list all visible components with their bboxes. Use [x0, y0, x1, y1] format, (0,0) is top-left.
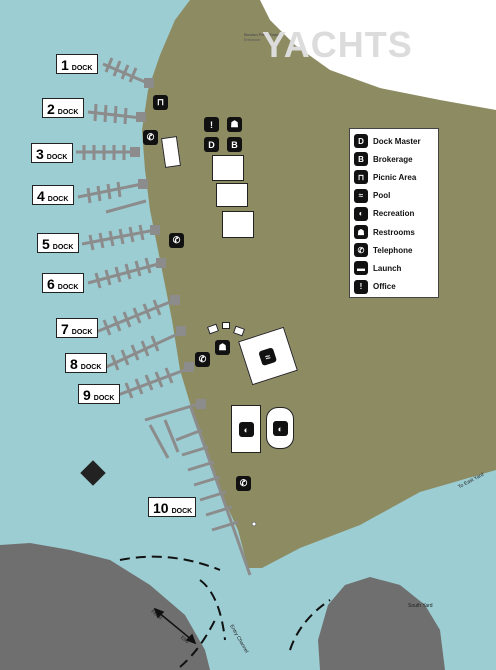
legend-item-dock-master: D Dock Master — [354, 132, 434, 150]
legend-label: Brokerage — [373, 154, 413, 164]
legend-item-pool: ≈ Pool — [354, 187, 434, 205]
legend-label: Picnic Area — [373, 172, 417, 182]
small-building — [222, 322, 230, 329]
dock-number: 2 — [47, 101, 55, 117]
dock-word: DOCK — [47, 196, 69, 203]
picnic-area-icon: ⊓ — [354, 170, 368, 185]
legend-item-telephone: ✆ Telephone — [354, 241, 434, 259]
dock-word: DOCK — [57, 109, 79, 116]
dock-word: DOCK — [80, 364, 102, 371]
dock-number: 8 — [70, 356, 78, 372]
legend-item-recreation: ◐ Recreation — [354, 205, 434, 223]
dock-number: 1 — [61, 57, 69, 73]
flood-ebb-arrow — [153, 607, 197, 645]
channel-markers — [119, 555, 331, 668]
entrance-area — [260, 0, 496, 110]
dock-number: 3 — [36, 146, 44, 162]
recreation-icon[interactable]: ◐ — [239, 422, 254, 437]
restrooms-icon[interactable]: ☗ — [227, 117, 242, 132]
legend-item-brokerage: B Brokerage — [354, 150, 434, 168]
legend-label: Recreation — [373, 209, 415, 219]
restrooms-icon: ☗ — [354, 225, 368, 240]
office-icon[interactable]: ! — [204, 117, 219, 132]
legend-label: Pool — [373, 191, 391, 201]
dock-number: 7 — [61, 321, 69, 337]
recreation-icon: ◐ — [354, 206, 368, 221]
dock-number: 9 — [83, 387, 91, 403]
brand-watermark: YACHTS — [262, 24, 413, 65]
telephone-icon[interactable]: ✆ — [195, 352, 210, 367]
legend: D Dock Master B Brokerage ⊓ Picnic Area ≈ Po… — [349, 128, 439, 298]
marker-dot — [251, 521, 257, 527]
rock-southwest — [0, 543, 210, 670]
building — [216, 183, 248, 207]
entrance-word-text: Entrance — [244, 37, 261, 42]
dock-word: DOCK — [57, 284, 79, 291]
legend-item-restrooms: ☗ Restrooms — [354, 223, 434, 241]
legend-label: Launch — [373, 263, 402, 273]
legend-item-picnic-area: ⊓ Picnic Area — [354, 168, 434, 186]
dock-number: 4 — [37, 188, 45, 204]
recreation-building: ◐ — [266, 407, 294, 449]
pool-icon[interactable]: ≈ — [258, 347, 278, 367]
telephone-icon[interactable]: ✆ — [169, 233, 184, 248]
picnic-area-icon[interactable]: ⊓ — [153, 95, 168, 110]
legend-label: Dock Master — [373, 136, 421, 146]
dock-number: 5 — [42, 236, 50, 252]
dock-number: 6 — [47, 276, 55, 292]
legend-label: Office — [373, 282, 396, 292]
dock-heads — [130, 78, 206, 409]
telephone-icon[interactable]: ✆ — [236, 476, 251, 491]
dock-number: 10 — [153, 500, 169, 516]
pool-icon: ≈ — [354, 188, 368, 203]
brokerage-icon: B — [354, 152, 368, 167]
dock-word: DOCK — [71, 329, 93, 336]
dock-word: DOCK — [93, 395, 115, 402]
building — [222, 211, 254, 238]
docks — [76, 57, 252, 576]
legend-item-launch: ▬ Launch — [354, 259, 434, 277]
entrance-road-text: Boston Post Road — [244, 32, 279, 37]
dock-word: DOCK — [71, 65, 93, 72]
legend-item-office: ! Office — [354, 278, 434, 296]
dock-word: DOCK — [52, 244, 74, 251]
legend-label: Restrooms — [373, 227, 415, 237]
dock-word: DOCK — [46, 154, 68, 161]
recreation-building: ◐ — [231, 405, 261, 453]
rock-southeast — [318, 577, 445, 670]
office-icon: ! — [354, 279, 368, 294]
entrance-label: Boston Post Road Entrance — [244, 32, 279, 42]
brokerage-icon[interactable]: B — [227, 137, 242, 152]
dock-master-icon[interactable]: D — [204, 137, 219, 152]
telephone-icon: ✆ — [354, 243, 368, 258]
recreation-icon[interactable]: ◐ — [273, 421, 288, 436]
telephone-icon[interactable]: ✆ — [143, 130, 158, 145]
building — [212, 155, 244, 181]
restrooms-icon[interactable]: ☗ — [215, 340, 230, 355]
south-yard-label[interactable]: South Yard — [408, 603, 433, 609]
legend-label: Telephone — [373, 245, 413, 255]
dock-master-icon: D — [354, 134, 368, 149]
dock-word: DOCK — [171, 508, 193, 515]
launch-icon: ▬ — [354, 261, 368, 276]
